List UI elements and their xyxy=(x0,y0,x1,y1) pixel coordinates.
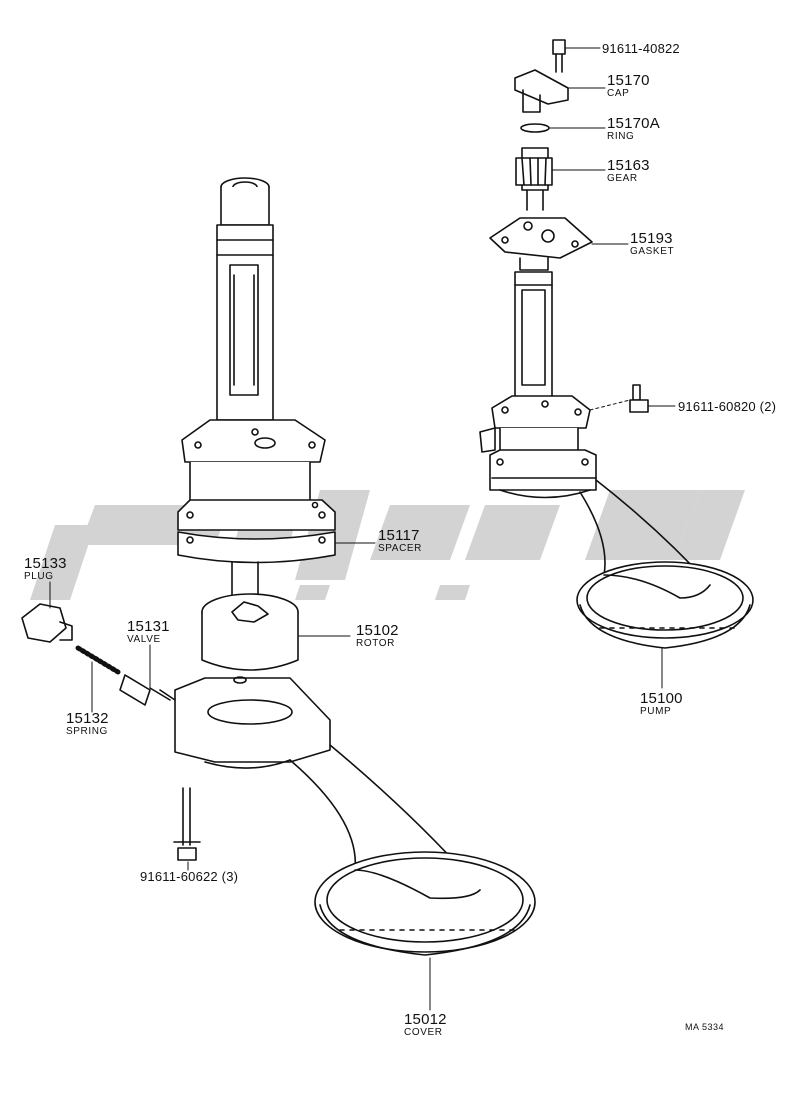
part-label-91611-40822: 91611-40822 xyxy=(602,42,680,55)
part-name: GEAR xyxy=(607,173,638,184)
part-number: 91611-40822 xyxy=(602,41,680,56)
part-number: 15132 xyxy=(66,710,109,727)
right-bolt-top xyxy=(552,39,566,73)
part-name: ROTOR xyxy=(356,638,395,649)
part-number: 15131 xyxy=(127,618,170,635)
left-shaft xyxy=(216,177,274,421)
part-number: 15012 xyxy=(404,1011,447,1028)
part-name: COVER xyxy=(404,1027,443,1038)
part-name: RING xyxy=(607,131,635,142)
part-number: 15133 xyxy=(24,555,67,572)
part-label-15117: 15117 SPACER xyxy=(378,528,422,554)
left-bolt xyxy=(173,787,201,861)
part-name: SPACER xyxy=(378,543,422,554)
part-number: 15170 xyxy=(607,72,650,89)
part-label-15170: 15170 CAP xyxy=(607,73,650,99)
part-name: PLUG xyxy=(24,571,54,582)
part-label-91611-60622: 91611-60622 (3) xyxy=(140,870,238,883)
part-label-15163: 15163 GEAR xyxy=(607,158,650,184)
part-name: SPRING xyxy=(66,726,108,737)
part-label-15100: 15100 PUMP xyxy=(640,691,683,717)
part-number: 15193 xyxy=(630,230,673,247)
left-rotor xyxy=(201,561,299,671)
right-strainer xyxy=(576,479,754,649)
reference-code: MA 5334 xyxy=(685,1022,725,1032)
part-number: 15102 xyxy=(356,622,399,639)
part-name: PUMP xyxy=(640,706,672,717)
part-label-15132: 15132 SPRING xyxy=(66,711,109,737)
part-label-15133: 15133 PLUG xyxy=(24,556,67,582)
part-label-15170a: 15170A RING xyxy=(607,116,660,142)
part-number: 91611-60820 (2) xyxy=(678,399,777,414)
part-number: 15163 xyxy=(607,157,650,174)
part-name: CAP xyxy=(607,88,630,99)
right-pump-body xyxy=(479,395,597,499)
part-label-91611-60820: 91611-60820 (2) xyxy=(678,400,776,413)
right-gear xyxy=(515,147,553,211)
part-number: 15100 xyxy=(640,690,683,707)
left-cover xyxy=(174,676,536,956)
right-shaft xyxy=(514,257,553,401)
left-relief-valve-parts xyxy=(21,603,176,706)
part-number: 91611-60622 (3) xyxy=(140,869,239,884)
part-label-15012: 15012 COVER xyxy=(404,1012,447,1038)
leader-lines xyxy=(49,47,676,1011)
right-gasket xyxy=(489,217,593,259)
left-spacer xyxy=(177,531,336,564)
part-number: 15117 xyxy=(378,527,420,544)
right-cap xyxy=(514,69,569,113)
part-number: 15170A xyxy=(607,115,660,132)
part-label-15131: 15131 VALVE xyxy=(127,619,170,645)
right-ring xyxy=(520,123,550,133)
left-pump-body xyxy=(177,419,336,531)
part-label-15193: 15193 GASKET xyxy=(630,231,674,257)
right-side-bolt xyxy=(629,384,649,413)
part-name: GASKET xyxy=(630,246,675,257)
part-label-15102: 15102 ROTOR xyxy=(356,623,399,649)
part-name: VALVE xyxy=(127,634,161,645)
